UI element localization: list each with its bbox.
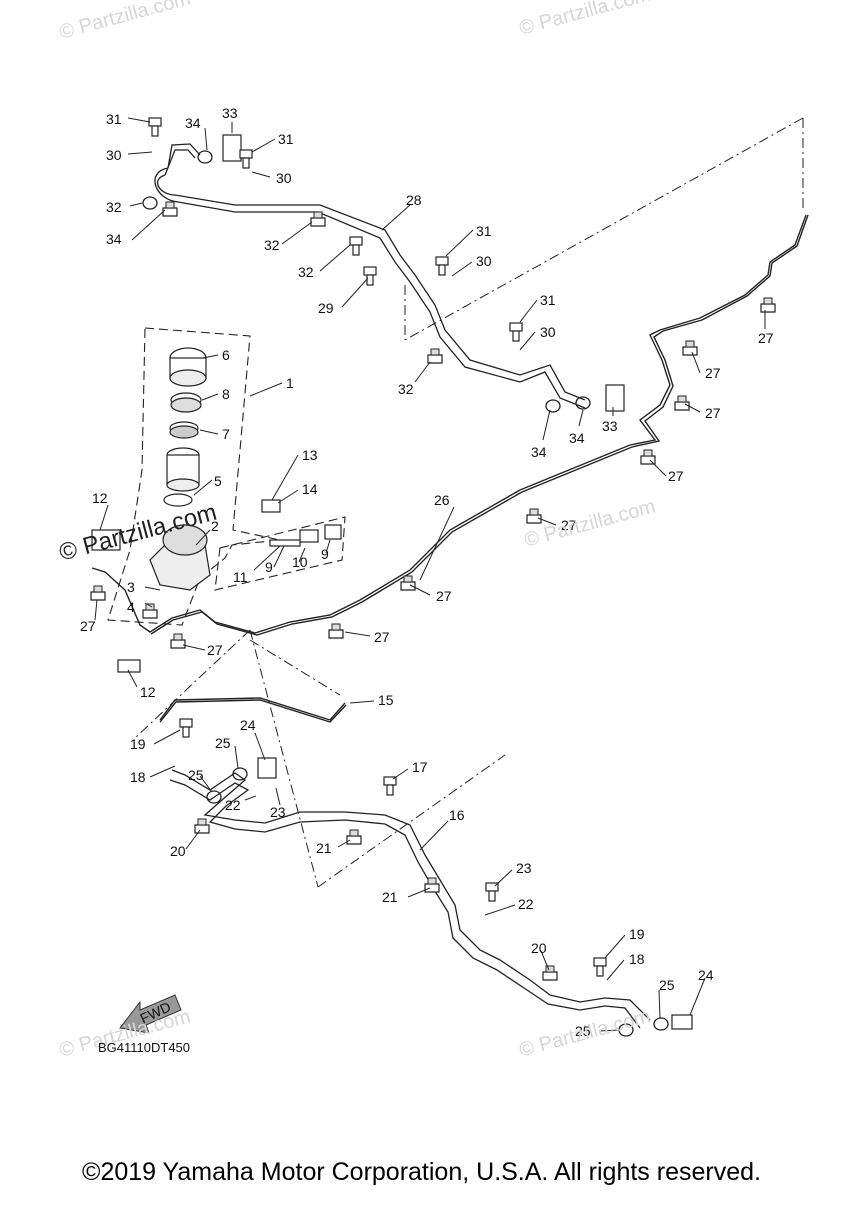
callout: 34 xyxy=(106,231,122,247)
callout: 27 xyxy=(758,330,774,346)
callout: 19 xyxy=(130,736,146,752)
callout: 27 xyxy=(705,405,721,421)
callout: 6 xyxy=(222,347,230,363)
callout: 25 xyxy=(188,767,204,783)
callout: 18 xyxy=(130,769,146,785)
callout: 16 xyxy=(449,807,465,823)
callout: 20 xyxy=(170,843,186,859)
callout: 23 xyxy=(270,804,286,820)
callout: 21 xyxy=(316,840,332,856)
callout: 9 xyxy=(321,546,329,562)
callout: 32 xyxy=(398,381,414,397)
callout: 28 xyxy=(406,192,422,208)
callout: 27 xyxy=(207,642,223,658)
callout: 31 xyxy=(278,131,294,147)
brake-pipe-26 xyxy=(91,214,809,636)
assembly-outline xyxy=(107,327,346,626)
callout: 24 xyxy=(240,717,256,733)
brake-hose-28 xyxy=(154,143,586,409)
callout: 23 xyxy=(516,860,532,876)
callout: 14 xyxy=(302,481,318,497)
master-cylinder xyxy=(91,134,693,1030)
callout: 21 xyxy=(382,889,398,905)
callout: 15 xyxy=(378,692,394,708)
callout: 33 xyxy=(222,105,238,121)
callout-labels: 31 30 34 32 33 31 30 34 28 32 32 29 31 3… xyxy=(80,105,774,1039)
callout: 25 xyxy=(215,735,231,751)
callout: 32 xyxy=(298,264,314,280)
callout: 27 xyxy=(436,588,452,604)
callout: 17 xyxy=(412,759,428,775)
callout: 34 xyxy=(531,444,547,460)
callout: 22 xyxy=(518,896,534,912)
callout: 10 xyxy=(292,554,308,570)
callout: 34 xyxy=(569,430,585,446)
callout: 24 xyxy=(698,967,714,983)
callout: 27 xyxy=(80,618,96,634)
callout: 29 xyxy=(318,300,334,316)
callout: 31 xyxy=(476,223,492,239)
callout: 2 xyxy=(211,518,219,534)
reference-lines xyxy=(134,117,804,888)
callout: 32 xyxy=(264,237,280,253)
callout: 1 xyxy=(286,375,294,391)
callout: 25 xyxy=(575,1023,591,1039)
callout: 22 xyxy=(225,797,241,813)
callout: 30 xyxy=(276,170,292,186)
callout: 20 xyxy=(531,940,547,956)
callout: 4 xyxy=(127,599,135,615)
callout: 31 xyxy=(540,292,556,308)
callout: 12 xyxy=(92,490,108,506)
diagram-code: BG41110DT450 xyxy=(98,1040,191,1055)
callout: 12 xyxy=(140,684,156,700)
callout: 30 xyxy=(106,147,122,163)
callout: 33 xyxy=(602,418,618,434)
leader-lines xyxy=(94,117,766,1032)
callout: 11 xyxy=(233,569,248,585)
callout: 30 xyxy=(540,324,556,340)
callout: 19 xyxy=(629,926,645,942)
brake-hose-16 xyxy=(169,769,651,1029)
callout: 30 xyxy=(476,253,492,269)
callout: 34 xyxy=(185,115,201,131)
callout: 26 xyxy=(434,492,450,508)
callout: 27 xyxy=(668,468,684,484)
callout: 27 xyxy=(561,517,577,533)
callout: 3 xyxy=(127,579,135,595)
callout: 27 xyxy=(374,629,390,645)
callout: 13 xyxy=(302,447,318,463)
callout: 31 xyxy=(106,111,122,127)
callout: 9 xyxy=(265,559,273,575)
callout: 27 xyxy=(705,365,721,381)
brake-pipe-15 xyxy=(159,697,347,723)
callout: 7 xyxy=(222,426,230,442)
callout: 18 xyxy=(629,951,645,967)
callout: 25 xyxy=(659,977,675,993)
callout: 32 xyxy=(106,199,122,215)
callout: 8 xyxy=(222,386,230,402)
copyright-notice: ©2019 Yamaha Motor Corporation, U.S.A. A… xyxy=(82,1158,761,1186)
callout: 5 xyxy=(214,473,222,489)
